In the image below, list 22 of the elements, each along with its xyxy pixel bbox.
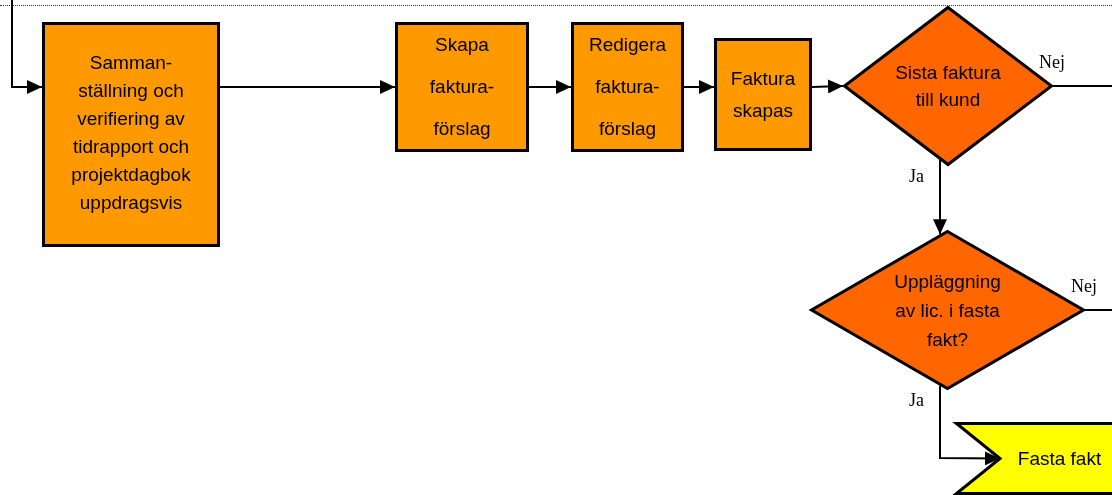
chevron-shape (955, 422, 1112, 495)
node-text: Faktura skapas (729, 66, 797, 123)
edge-label: Nej (1070, 276, 1098, 296)
arrow (11, 0, 43, 94)
node-text: Sista faktura till kund (895, 61, 1001, 112)
process-box (714, 38, 812, 151)
arrow (811, 79, 844, 94)
node-text: Samman- ställning och verifiering av tidrapport och projektdagbok uppdragsvis (70, 51, 192, 215)
node-text: Skapa faktura- förslag (428, 33, 496, 141)
process-box (571, 22, 684, 152)
connector-line (1052, 85, 1112, 87)
arrow (528, 80, 572, 94)
node-text: Fasta fakt (1017, 446, 1102, 471)
arrow (219, 80, 396, 94)
process-box (42, 22, 220, 247)
connector-line (1084, 309, 1112, 311)
process-box (395, 22, 529, 152)
arrow (683, 80, 715, 94)
arrow (933, 158, 947, 236)
node-text: Uppläggning av lic. i fasta fakt? (894, 269, 1001, 352)
node-text: Redigera faktura- förslag (587, 33, 668, 141)
edge-label: Nej (1038, 52, 1066, 72)
